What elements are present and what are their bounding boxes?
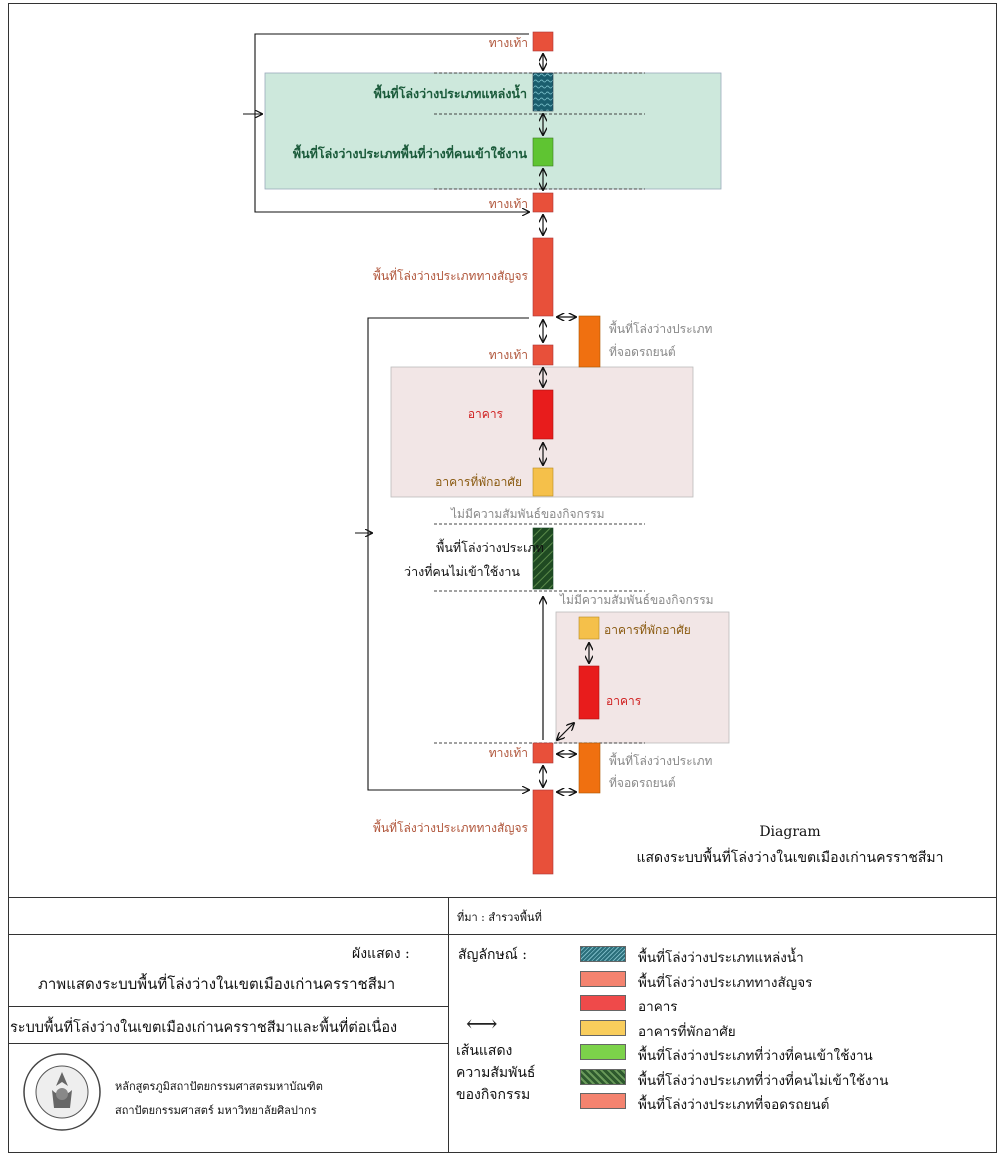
university-seal — [23, 1053, 101, 1131]
legend-label: พื้นที่โล่งว่างประเภทที่ว่างที่คนไม่เข้า… — [638, 1072, 889, 1089]
table-top-border — [8, 897, 997, 898]
label-parking-top-2: ที่จอดรถยนต์ — [609, 343, 676, 359]
legend-swatch — [580, 946, 626, 962]
diagram-caption-subtitle: แสดงระบบพื้นที่โล่งว่างในเขตเมืองเก่านคร… — [636, 847, 943, 866]
unused-open-block — [532, 527, 554, 590]
label-walkway-3: ทางเท้า — [489, 348, 528, 362]
parking-block-bottom — [578, 742, 601, 794]
walkway-block-2 — [532, 192, 554, 213]
course-line-1: หลักสูตรภูมิสถาปัตยกรรมศาสตรมหาบัณฑิต — [115, 1080, 323, 1093]
legend-item: พื้นที่โล่งว่างประเภทที่ว่างที่คนไม่เข้า… — [580, 1068, 990, 1089]
table-row-divider — [8, 934, 997, 935]
legend-item: พื้นที่โล่งว่างประเภทที่จอดรถยนต์ — [580, 1093, 990, 1113]
label-residence-right: อาคารที่พักอาศัย — [604, 621, 691, 637]
legend-label: พื้นที่โล่งว่างประเภทแหล่งน้ำ — [638, 950, 804, 966]
legend-swatch — [580, 1068, 626, 1085]
parking-block-top — [578, 315, 601, 368]
label-building-right: อาคาร — [606, 694, 642, 708]
traffic-block-top — [532, 237, 554, 317]
legend-swatch — [580, 970, 626, 987]
table-left-divider-1 — [8, 1006, 448, 1007]
source-note: ที่มา : สำรวจพื้นที่ — [457, 911, 542, 924]
label-walkway-1: ทางเท้า — [489, 36, 528, 50]
arrow-legend-line-2: ความสัมพันธ์ — [456, 1065, 536, 1081]
label-residence-mid: อาคารที่พักอาศัย — [435, 473, 522, 489]
label-unused-open-2: ว่างที่คนไม่เข้าใช้งาน — [404, 563, 520, 579]
residence-block-mid — [532, 467, 554, 497]
legend-item: พื้นที่โล่งว่างประเภททางสัญจร — [580, 970, 990, 991]
legend-title: สัญลักษณ์ : — [458, 947, 527, 963]
table-col-divider — [448, 897, 449, 1153]
building-block-mid — [532, 389, 554, 440]
legend-swatch — [580, 995, 626, 1011]
legend-swatch — [580, 1019, 626, 1036]
building-block-right — [578, 665, 600, 720]
legend-label: พื้นที่โล่งว่างประเภทที่ว่างที่คนเข้าใช้… — [638, 1048, 873, 1064]
water-used-panel — [264, 72, 722, 190]
system-title: ระบบพื้นที่โล่งว่างในเขตเมืองเก่านครราชส… — [10, 1020, 398, 1036]
legend-label: อาคาร — [638, 999, 678, 1015]
legend-label: อาคารที่พักอาศัย — [638, 1023, 736, 1040]
legend-label: พื้นที่โล่งว่างประเภทที่จอดรถยนต์ — [638, 1097, 830, 1113]
label-unused-open-1: พื้นที่โล่งว่างประเภท — [436, 538, 544, 555]
arrow-legend-line-1: เส้นแสดง — [456, 1043, 513, 1059]
plan-label: ผังแสดง : — [352, 946, 410, 962]
label-no-relation-2: ไม่มีความสัมพันธ์ของกิจกรรม — [559, 593, 714, 607]
label-traffic-bottom: พื้นที่โล่งว่างประเภททางสัญจร — [373, 819, 529, 835]
arrow-legend-line-3: ของกิจกรรม — [456, 1087, 531, 1103]
legend-item: อาคาร — [580, 995, 990, 1015]
legend-item: อาคารที่พักอาศัย — [580, 1019, 990, 1040]
walkway-block-3 — [532, 344, 554, 366]
walkway-block-1 — [532, 31, 554, 52]
label-walkway-2: ทางเท้า — [489, 197, 528, 211]
label-parking-top-1: พื้นที่โล่งว่างประเภท — [609, 320, 713, 336]
label-water: พื้นที่โล่งว่างประเภทแหล่งน้ำ — [374, 84, 527, 101]
page-frame — [8, 3, 997, 1153]
water-block — [532, 72, 554, 112]
label-no-relation-1: ไม่มีความสัมพันธ์ของกิจกรรม — [450, 507, 605, 521]
diagram-caption-title: Diagram — [759, 824, 820, 840]
traffic-block-bottom — [532, 789, 554, 875]
legend-swatch — [580, 1093, 626, 1109]
legend-swatch — [580, 1044, 626, 1060]
legend-item: พื้นที่โล่งว่างประเภทแหล่งน้ำ — [580, 946, 990, 966]
legend-label: พื้นที่โล่งว่างประเภททางสัญจร — [638, 974, 813, 991]
relation-arrow-icon: ⟷ — [466, 1012, 498, 1037]
label-building-mid: อาคาร — [468, 407, 504, 421]
course-line-2: สถาปัตยกรรมศาสตร์ มหาวิทยาลัยศิลปากร — [115, 1104, 317, 1117]
legend-item: พื้นที่โล่งว่างประเภทที่ว่างที่คนเข้าใช้… — [580, 1044, 990, 1064]
walkway-block-4 — [532, 742, 554, 764]
used-open-block — [532, 137, 554, 167]
plan-title: ภาพแสดงระบบพื้นที่โล่งว่างในเขตเมืองเก่า… — [38, 975, 396, 993]
label-parking-bottom-1: พื้นที่โล่งว่างประเภท — [609, 752, 713, 768]
label-walkway-4: ทางเท้า — [489, 746, 528, 760]
residence-block-right — [578, 616, 600, 640]
open-space-diagram: ทางเท้า พื้นที่โล่งว่างประเภทแหล่งน้ำ พื… — [243, 31, 944, 875]
label-traffic-top: พื้นที่โล่งว่างประเภททางสัญจร — [373, 267, 529, 283]
label-parking-bottom-2: ที่จอดรถยนต์ — [609, 774, 676, 790]
label-used-open: พื้นที่โล่งว่างประเภทพื้นที่ว่างที่คนเข้… — [293, 144, 528, 161]
table-left-divider-2 — [8, 1043, 448, 1044]
